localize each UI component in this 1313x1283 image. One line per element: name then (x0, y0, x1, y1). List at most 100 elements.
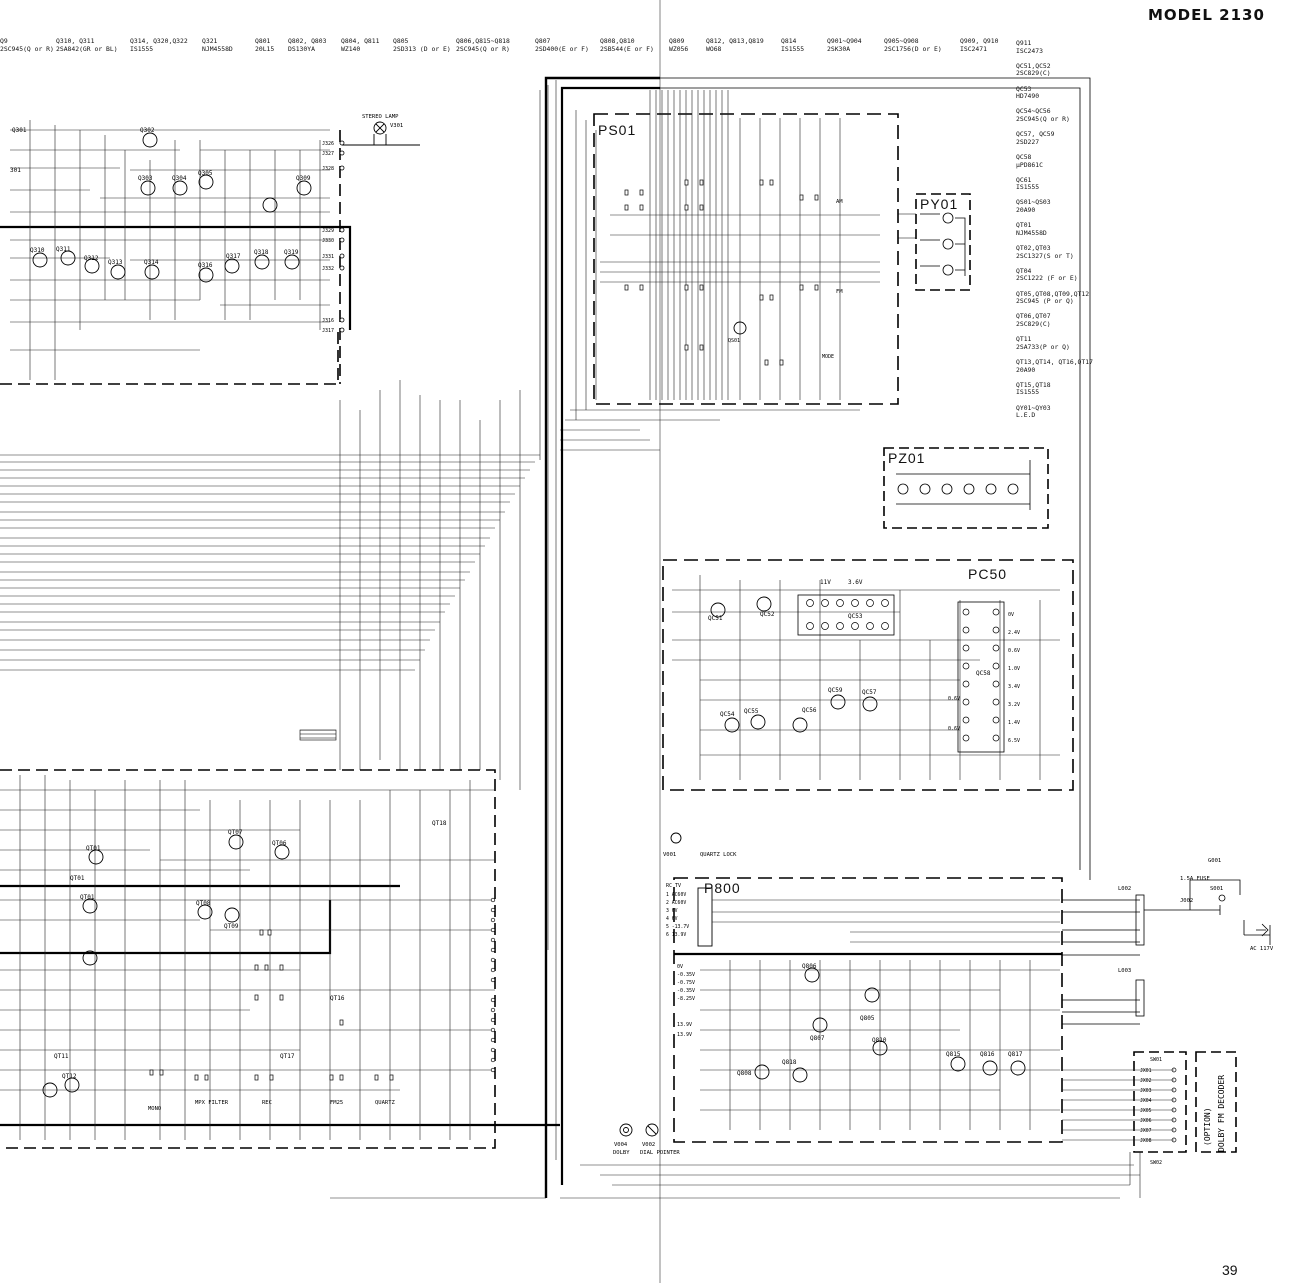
svg-text:3.6V: 3.6V (848, 579, 863, 586)
svg-text:Q309: Q309 (296, 175, 311, 182)
svg-text:J316: J316 (322, 318, 334, 324)
semi-side-line: IS1555 (1016, 388, 1040, 397)
p800-power-board: Q806 Q807 Q805 Q810 Q815 Q816 Q817 Q808 … (666, 877, 1063, 1143)
semi-side-line: 2SC945(Q or R) (1016, 114, 1070, 123)
semi-side-line: 2SC829(C) (1016, 69, 1051, 78)
semi-side-line: QC57, QC59 (1016, 130, 1055, 139)
svg-text:5 -13.7V: 5 -13.7V (666, 924, 689, 930)
svg-text:3.4V: 3.4V (1008, 684, 1020, 690)
svg-text:Q318: Q318 (254, 249, 269, 256)
sw02-label: SW02 (1150, 1160, 1162, 1166)
svg-text:QC58: QC58 (976, 670, 991, 677)
stereo-lamp-symbol (342, 121, 420, 146)
svg-text:J317: J317 (322, 328, 334, 334)
mpx-filter-label: MPX FILTER (195, 1100, 229, 1106)
semi-side-line: QC51,QC52 (1016, 61, 1051, 70)
svg-text:J332: J332 (322, 266, 334, 272)
semi-entry: Q812, Q813,Q819 WO68 (706, 37, 764, 53)
svg-text:Q818: Q818 (782, 1059, 797, 1066)
l002-label: L002 (1118, 886, 1131, 892)
svg-text:J329: J329 (322, 228, 334, 234)
svg-text:QT11: QT11 (54, 1053, 69, 1060)
svg-text:JX01: JX01 (1140, 1068, 1152, 1074)
semi-side-line (1016, 146, 1136, 154)
semi-side-line: 2SC945 (P or Q) (1016, 297, 1074, 306)
svg-text:-0.35V: -0.35V (677, 972, 695, 978)
svg-text:QT01: QT01 (70, 875, 85, 882)
semi-side-line: 2SC1222 (F or E) (1016, 274, 1078, 283)
svg-text:Q302: Q302 (140, 127, 155, 134)
svg-text:Q314: Q314 (144, 259, 159, 266)
svg-text:QC51: QC51 (708, 615, 723, 622)
svg-text:Q806: Q806 (802, 963, 817, 970)
svg-text:QT01: QT01 (86, 845, 101, 852)
svg-text:3 6V: 3 6V (666, 908, 678, 914)
dolby-fm-decoder-label: DOLBY FM DECODER (1217, 1075, 1226, 1152)
svg-text:QC57: QC57 (862, 689, 877, 696)
semi-side-line: QT05,QT08,QT09,QT12 (1016, 289, 1090, 298)
svg-text:2.4V: 2.4V (1008, 630, 1020, 636)
mono-switch-label: MONO (148, 1106, 161, 1112)
semi-side-line: µPD861C (1016, 160, 1043, 169)
svg-text:JX04: JX04 (1140, 1098, 1152, 1104)
svg-text:301: 301 (10, 167, 21, 174)
semi-side-line: QY01~QY03 (1016, 403, 1051, 412)
svg-text:0V: 0V (677, 964, 683, 970)
svg-text:QT01: QT01 (80, 894, 95, 901)
svg-text:Q810: Q810 (872, 1037, 887, 1044)
svg-text:JX07: JX07 (1140, 1128, 1152, 1134)
mode-label: MODE (822, 354, 834, 360)
dolby-option-connector: (OPTION) DOLBY FM DECODER SW01 SW02 (1062, 1051, 1237, 1166)
v001-label: V001 (663, 852, 676, 858)
semi-side-line: QT01 (1016, 221, 1032, 230)
semi-side-line: QC58 (1016, 152, 1032, 161)
svg-text:0.6V: 0.6V (948, 726, 960, 732)
svg-text:1.4V: 1.4V (1008, 720, 1020, 726)
svg-text:0.6V: 0.6V (1008, 648, 1020, 654)
svg-text:0V: 0V (1008, 612, 1014, 618)
semiconductor-legend-top: Q9 2SC945(Q or R) Q310, Q311 2SA842(GR o… (0, 37, 1010, 54)
am-label: AM (836, 199, 843, 205)
svg-text:4 6V: 4 6V (666, 916, 678, 922)
svg-text:QC56: QC56 (802, 707, 817, 714)
semi-side-line: QC53 (1016, 84, 1032, 93)
svg-text:J326: J326 (322, 141, 334, 147)
svg-text:13.9V: 13.9V (677, 1032, 692, 1038)
semi-side-line: NJM4558D (1016, 228, 1047, 237)
svg-text:-8.25V: -8.25V (677, 996, 695, 1002)
semi-entry: Q901~Q904 2SK30A (827, 37, 862, 53)
semi-entry: Q805 2SD313 (D or E) (393, 37, 451, 53)
svg-text:J327: J327 (322, 151, 334, 157)
l003-label: L003 (1118, 968, 1131, 974)
semi-side-line: 2SD227 (1016, 137, 1040, 146)
semi-side-line (1016, 215, 1136, 223)
semi-entry: Q905~Q908 2SC1756(D or E) (884, 37, 942, 53)
svg-text:QC53: QC53 (848, 613, 863, 620)
svg-text:Q311: Q311 (56, 246, 71, 253)
svg-text:Q313: Q313 (108, 259, 123, 266)
pz01-label: PZ01 (888, 450, 926, 466)
semi-side-line: QT13,QT14, QT16,QT17 (1016, 357, 1093, 366)
semi-entry: Q310, Q311 2SA842(GR or BL) (56, 37, 118, 53)
semi-entry: Q801 20L15 (255, 37, 275, 53)
svg-text:QT08: QT08 (196, 900, 211, 907)
svg-text:Q316: Q316 (198, 262, 213, 269)
svg-text:-0.75V: -0.75V (677, 980, 695, 986)
svg-text:J328: J328 (322, 166, 334, 172)
svg-text:Q310: Q310 (30, 247, 45, 254)
semi-side-line: QT04 (1016, 266, 1032, 275)
svg-text:QT17: QT17 (280, 1053, 295, 1060)
semi-side-line: ISC2473 (1016, 46, 1043, 55)
semi-entry: Q9 2SC945(Q or R) (0, 37, 54, 53)
svg-text:Q305: Q305 (198, 170, 213, 177)
semi-entry: Q909, Q910 ISC2471 (960, 37, 999, 53)
svg-text:JX06: JX06 (1140, 1118, 1152, 1124)
rec-label: REC (262, 1100, 272, 1106)
semi-side-line: QT06,QT07 (1016, 312, 1051, 321)
svg-text:JX03: JX03 (1140, 1088, 1152, 1094)
semi-entry: Q809 WZ056 (669, 37, 689, 53)
